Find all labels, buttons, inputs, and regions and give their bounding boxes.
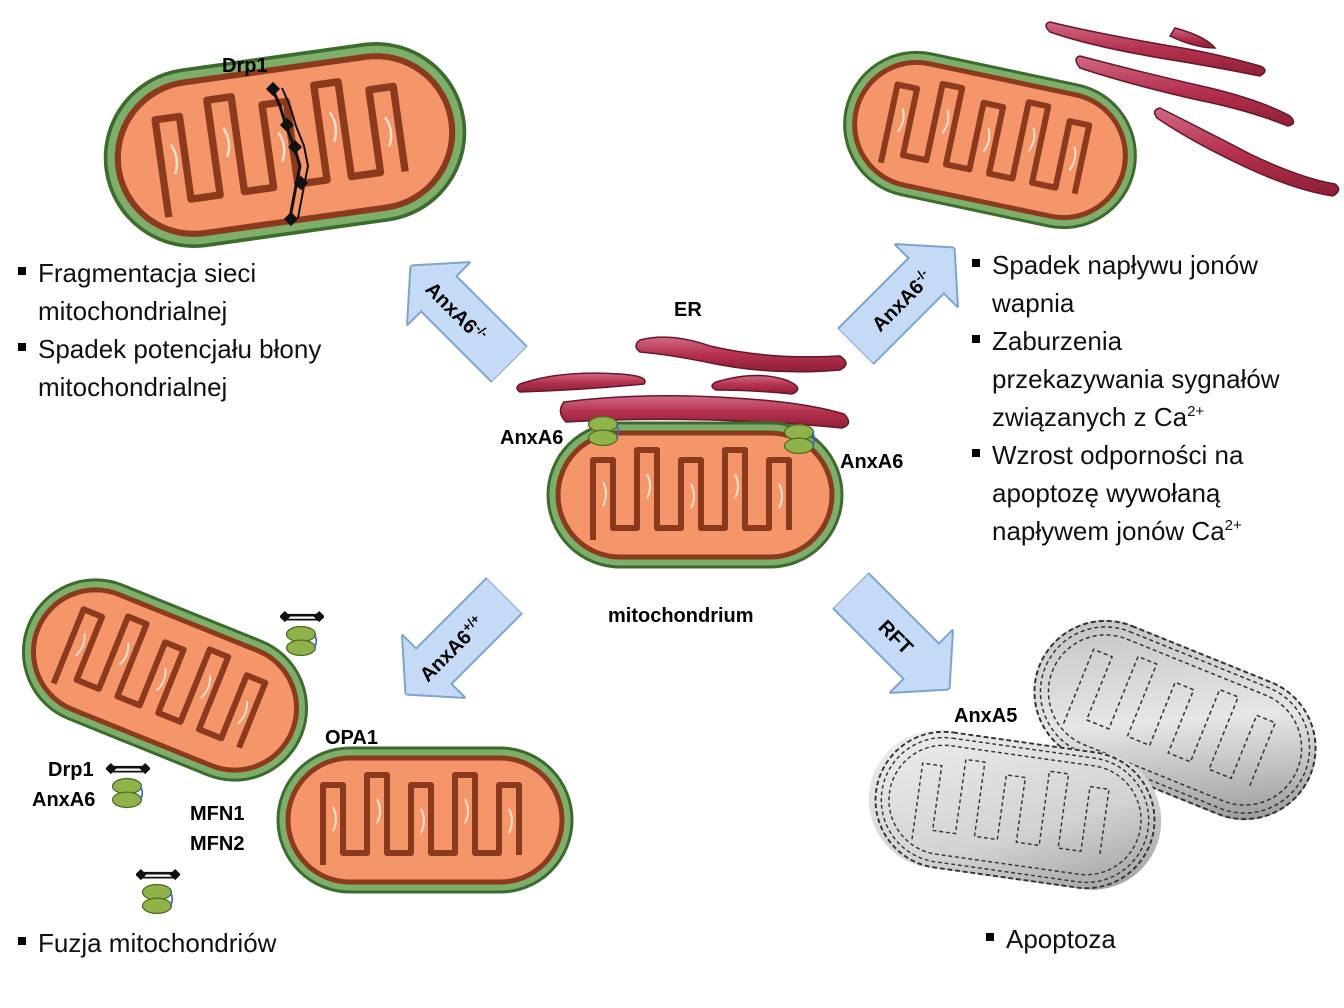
drp1-annexin-complex-3 — [136, 868, 180, 915]
top-right-item-2-line-1: Zaburzenia — [992, 326, 1123, 356]
er-central — [516, 336, 850, 429]
anxa6-label-right: AnxA6 — [840, 451, 904, 473]
top-left-effects-list: Fragmentacja sieci mitochondrialnej Spad… — [18, 254, 321, 406]
arrow-bottom-left: AnxA6+/+ — [374, 564, 537, 727]
drp1-label-top: Drp1 — [222, 55, 268, 77]
top-right-item-3-line-2: apoptozę wywołaną — [992, 478, 1221, 508]
anxa6-label-bottom: AnxA6 — [32, 789, 96, 811]
arrow-shape — [405, 260, 529, 384]
top-left-item-1-line-1: Fragmentacja sieci — [38, 258, 257, 288]
arrow-top-left: AnxA6-/- — [379, 234, 542, 397]
top-right-item-2-line-3: związanych z Ca2+ — [992, 402, 1205, 432]
opa1-label: OPA1 — [325, 727, 378, 749]
drp1-annexin-complex-2 — [106, 762, 150, 809]
drp1-label-bottom: Drp1 — [48, 759, 94, 781]
anxa6-label-left: AnxA6 — [500, 427, 564, 449]
er-label: ER — [674, 299, 702, 321]
mito-bottom-left-2 — [278, 748, 572, 892]
top-right-item-1-line-2: wapnia — [992, 288, 1075, 318]
top-right-item-3-line-1: Wzrost odporności na — [992, 440, 1244, 470]
bottom-right-effects-list: Apoptoza — [986, 920, 1116, 958]
top-left-item-1: Fragmentacja sieci mitochondrialnej — [18, 254, 321, 330]
er-top-right — [1045, 21, 1340, 197]
bottom-right-item-1: Apoptoza — [986, 920, 1116, 958]
top-right-item-2-line-2: przekazywania sygnałów — [992, 364, 1280, 394]
arrow-shape — [831, 571, 955, 695]
top-left-item-2: Spadek potencjału błony mitochondrialnej — [18, 330, 321, 406]
top-left-item-2-line-2: mitochondrialnej — [38, 372, 228, 402]
top-right-item-2: Zaburzenia przekazywania sygnałów związa… — [972, 322, 1280, 436]
drp1-constriction-ring — [265, 81, 310, 227]
top-right-item-1: Spadek napływu jonów wapnia — [972, 246, 1280, 322]
top-right-item-3-line-3: napływem jonów Ca2+ — [992, 516, 1242, 546]
arrow-bottom-right: RFT — [819, 559, 982, 722]
bottom-left-effects-list: Fuzja mitochondriów — [18, 924, 276, 962]
mito-top-left — [94, 32, 476, 257]
anxa5-label: AnxA5 — [954, 705, 1018, 727]
arrow-shape — [400, 576, 524, 700]
mfn1-label: MFN1 — [190, 803, 245, 825]
top-right-item-3: Wzrost odporności na apoptozę wywołaną n… — [972, 436, 1280, 550]
arrow-shape — [836, 242, 960, 366]
mito-apoptotic-back — [1012, 598, 1338, 842]
drp1-annexin-complex-1 — [280, 610, 324, 657]
top-right-effects-list: Spadek napływu jonów wapnia Zaburzenia p… — [972, 246, 1280, 550]
top-left-item-1-line-2: mitochondrialnej — [38, 296, 228, 326]
top-right-item-1-line-1: Spadek napływu jonów — [992, 250, 1258, 280]
arrow-top-right: AnxA6-/- — [824, 216, 987, 379]
top-left-item-2-line-1: Spadek potencjału błony — [38, 334, 322, 364]
bottom-left-item-1: Fuzja mitochondriów — [18, 924, 276, 962]
mito-apoptotic-front — [865, 721, 1165, 899]
mitochondrium-label: mitochondrium — [608, 605, 754, 627]
mfn2-label: MFN2 — [190, 833, 245, 855]
